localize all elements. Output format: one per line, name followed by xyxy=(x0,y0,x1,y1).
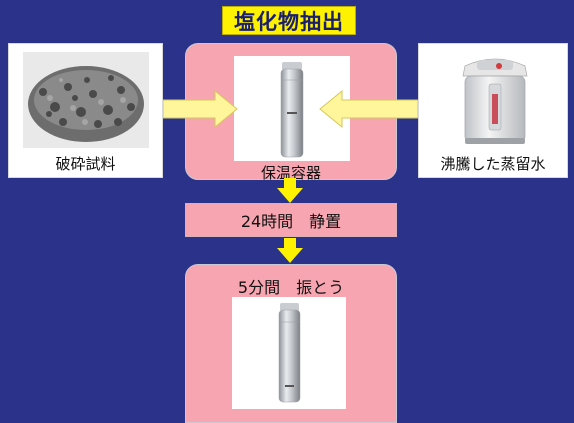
water-boiler-icon xyxy=(462,58,528,144)
thermos-caption: 保温容器 xyxy=(260,164,321,182)
arrow-down-icon xyxy=(277,238,303,263)
title-text: 塩化物抽出 xyxy=(234,9,344,34)
step-standing-label: 24時間 静置 xyxy=(240,212,342,231)
boiling-water-card: 沸騰した蒸留水 xyxy=(418,43,568,178)
arrow-left-icon xyxy=(319,90,418,128)
step-standing-24h: 24時間 静置 xyxy=(185,203,397,237)
step-shaking-label: 5分間 振とう xyxy=(237,278,345,297)
arrow-right-icon xyxy=(163,90,238,128)
arrow-down-icon xyxy=(277,178,303,203)
thermos-flask-icon xyxy=(278,303,301,403)
title-banner: 塩化物抽出 xyxy=(222,6,356,35)
crushed-sample-caption: 破砕試料 xyxy=(55,155,116,173)
thermos-flask-icon xyxy=(280,62,304,158)
step-shaking-box: 5分間 振とう xyxy=(185,264,397,423)
shaking-thermos-frame xyxy=(232,297,346,409)
crushed-sample-image xyxy=(23,52,149,148)
boiling-water-caption: 沸騰した蒸留水 xyxy=(440,155,546,173)
crushed-sample-card: 破砕試料 xyxy=(8,43,163,178)
